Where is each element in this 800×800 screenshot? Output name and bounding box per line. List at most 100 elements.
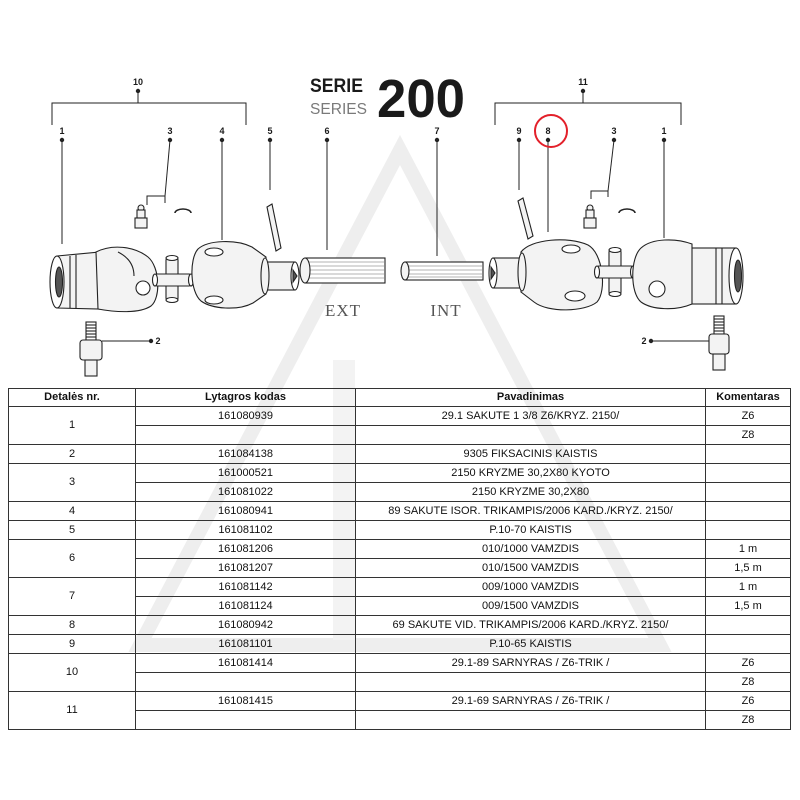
left-pin (266, 203, 282, 252)
comment-cell: 1,5 m (705, 558, 791, 578)
callout-group-right: 11 (578, 77, 588, 87)
table-header-row: Detalės nr. Lytagros kodas Pavadinimas K… (8, 388, 791, 407)
code-cell (135, 672, 356, 692)
table-row: Z8 (9, 710, 791, 730)
name-cell: P.10-65 KAISTIS (355, 634, 706, 654)
right-pin (517, 197, 534, 240)
name-cell: 29.1 SAKUTE 1 3/8 Z6/KRYZ. 2150/ (355, 406, 706, 426)
callout-label: 6 (324, 126, 329, 136)
comment-cell: Z6 (705, 691, 791, 711)
series-number: 200 (377, 69, 465, 129)
right-circlip (618, 208, 636, 214)
callout-label: 4 (219, 126, 224, 136)
callout-label: 8 (545, 126, 550, 136)
group-bracket-right: 11 (494, 77, 682, 125)
callout-left-inner-yoke: 4 (219, 126, 225, 240)
detail-number: 4 (8, 501, 136, 521)
table-row: 161081124 009/1500 VAMZDIS 1,5 m (9, 596, 791, 616)
comment-cell: Z8 (705, 425, 791, 445)
int-tube (400, 261, 484, 281)
callout-label: 7 (434, 126, 439, 136)
table-row: 9 161081101 P.10-65 KAISTIS (8, 634, 791, 654)
detail-number: 2 (8, 444, 136, 464)
callout-ext-tube: 6 (324, 126, 330, 250)
code-cell: 161081206 (135, 539, 356, 559)
callout-right-outer-yoke: 1 (661, 126, 667, 238)
right-cross (593, 246, 637, 298)
code-cell: 161000521 (135, 463, 356, 483)
callout-left-lock-pin: 2 (102, 336, 161, 346)
callout-label: 9 (516, 126, 521, 136)
callout-left-pin: 5 (267, 126, 273, 190)
name-cell: 009/1500 VAMZDIS (355, 596, 706, 616)
comment-cell (705, 501, 791, 521)
callout-left-outer-yoke: 1 (59, 126, 65, 244)
callout-label: 1 (59, 126, 64, 136)
code-cell: 161080941 (135, 501, 356, 521)
callout-left-cross: 3 (146, 126, 173, 205)
parts-table: Detalės nr. Lytagros kodas Pavadinimas K… (8, 388, 791, 730)
detail-number: 7 (8, 577, 136, 616)
comment-cell: Z8 (705, 710, 791, 730)
group-bracket-left: 10 (51, 77, 247, 125)
table-row: Z8 (9, 425, 791, 445)
detail-number: 8 (8, 615, 136, 635)
callout-label: 2 (155, 336, 160, 346)
table-row: 4 161080941 89 SAKUTE ISOR. TRIKAMPIS/20… (8, 501, 791, 521)
detail-number: 5 (8, 520, 136, 540)
right-lock-pin (708, 315, 730, 371)
header-detail-number: Detalės nr. (8, 388, 136, 407)
left-inner-yoke (191, 241, 300, 309)
callout-right-pin: 9 (516, 126, 522, 190)
table-row: 6 161081206 010/1000 VAMZDIS 1 m (8, 539, 791, 578)
comment-cell: 1 m (705, 577, 791, 597)
name-cell: 009/1000 VAMZDIS (355, 577, 706, 597)
name-cell: 89 SAKUTE ISOR. TRIKAMPIS/2006 KARD./KRY… (355, 501, 706, 521)
header-comment: Komentaras (705, 388, 791, 407)
comment-cell: 1 m (705, 539, 791, 559)
comment-cell: Z6 (705, 653, 791, 673)
name-cell (355, 672, 706, 692)
series-label: SERIES (310, 101, 367, 118)
table-row: 1 161080939 29.1 SAKUTE 1 3/8 Z6/KRYZ. 2… (8, 406, 791, 445)
parts-diagram: SERIE SERIES 200 10 11 1 3 4 5 6 7 9 (49, 69, 744, 377)
left-cross (151, 254, 195, 304)
code-cell: 161084138 (135, 444, 356, 464)
comment-cell: Z8 (705, 672, 791, 692)
left-lock-pin (79, 321, 103, 377)
code-cell (135, 710, 356, 730)
code-cell: 161081124 (135, 596, 356, 616)
table-row: 8 161080942 69 SAKUTE VID. TRIKAMPIS/200… (8, 615, 791, 635)
table-row: 2 161084138 9305 FIKSACINIS KAISTIS (8, 444, 791, 464)
code-cell: 161081415 (135, 691, 356, 711)
comment-cell: 1,5 m (705, 596, 791, 616)
callout-label: 5 (267, 126, 272, 136)
right-grease-nipple (583, 204, 597, 229)
callout-group-left: 10 (133, 77, 143, 87)
table-row: 3 161000521 2150 KRYZME 30,2X80 KYOTO (8, 463, 791, 502)
table-row: 10 161081414 29.1-89 SARNYRAS / Z6-TRIK … (8, 653, 791, 692)
name-cell: 69 SAKUTE VID. TRIKAMPIS/2006 KARD./KRYZ… (355, 615, 706, 635)
name-cell (355, 710, 706, 730)
name-cell: 29.1-89 SARNYRAS / Z6-TRIK / (355, 653, 706, 673)
comment-cell (705, 482, 791, 502)
table-row: 11 161081415 29.1-69 SARNYRAS / Z6-TRIK … (8, 691, 791, 730)
name-cell: 2150 KRYZME 30,2X80 KYOTO (355, 463, 706, 483)
ext-tube-label: EXT (325, 301, 361, 320)
callout-label: 1 (661, 126, 666, 136)
right-outer-yoke (632, 239, 744, 310)
comment-cell (705, 444, 791, 464)
code-cell: 161080939 (135, 406, 356, 426)
code-cell: 161081207 (135, 558, 356, 578)
comment-cell (705, 520, 791, 540)
code-cell: 161081102 (135, 520, 356, 540)
code-cell: 161081142 (135, 577, 356, 597)
callout-right-lock-pin: 2 (641, 336, 709, 346)
highlight-circle (534, 114, 568, 148)
name-cell: 010/1000 VAMZDIS (355, 539, 706, 559)
left-circlip (174, 208, 192, 214)
ext-tube (299, 257, 386, 284)
callout-label: 2 (641, 336, 646, 346)
callout-right-cross: 3 (590, 126, 617, 199)
callout-label: 3 (611, 126, 616, 136)
